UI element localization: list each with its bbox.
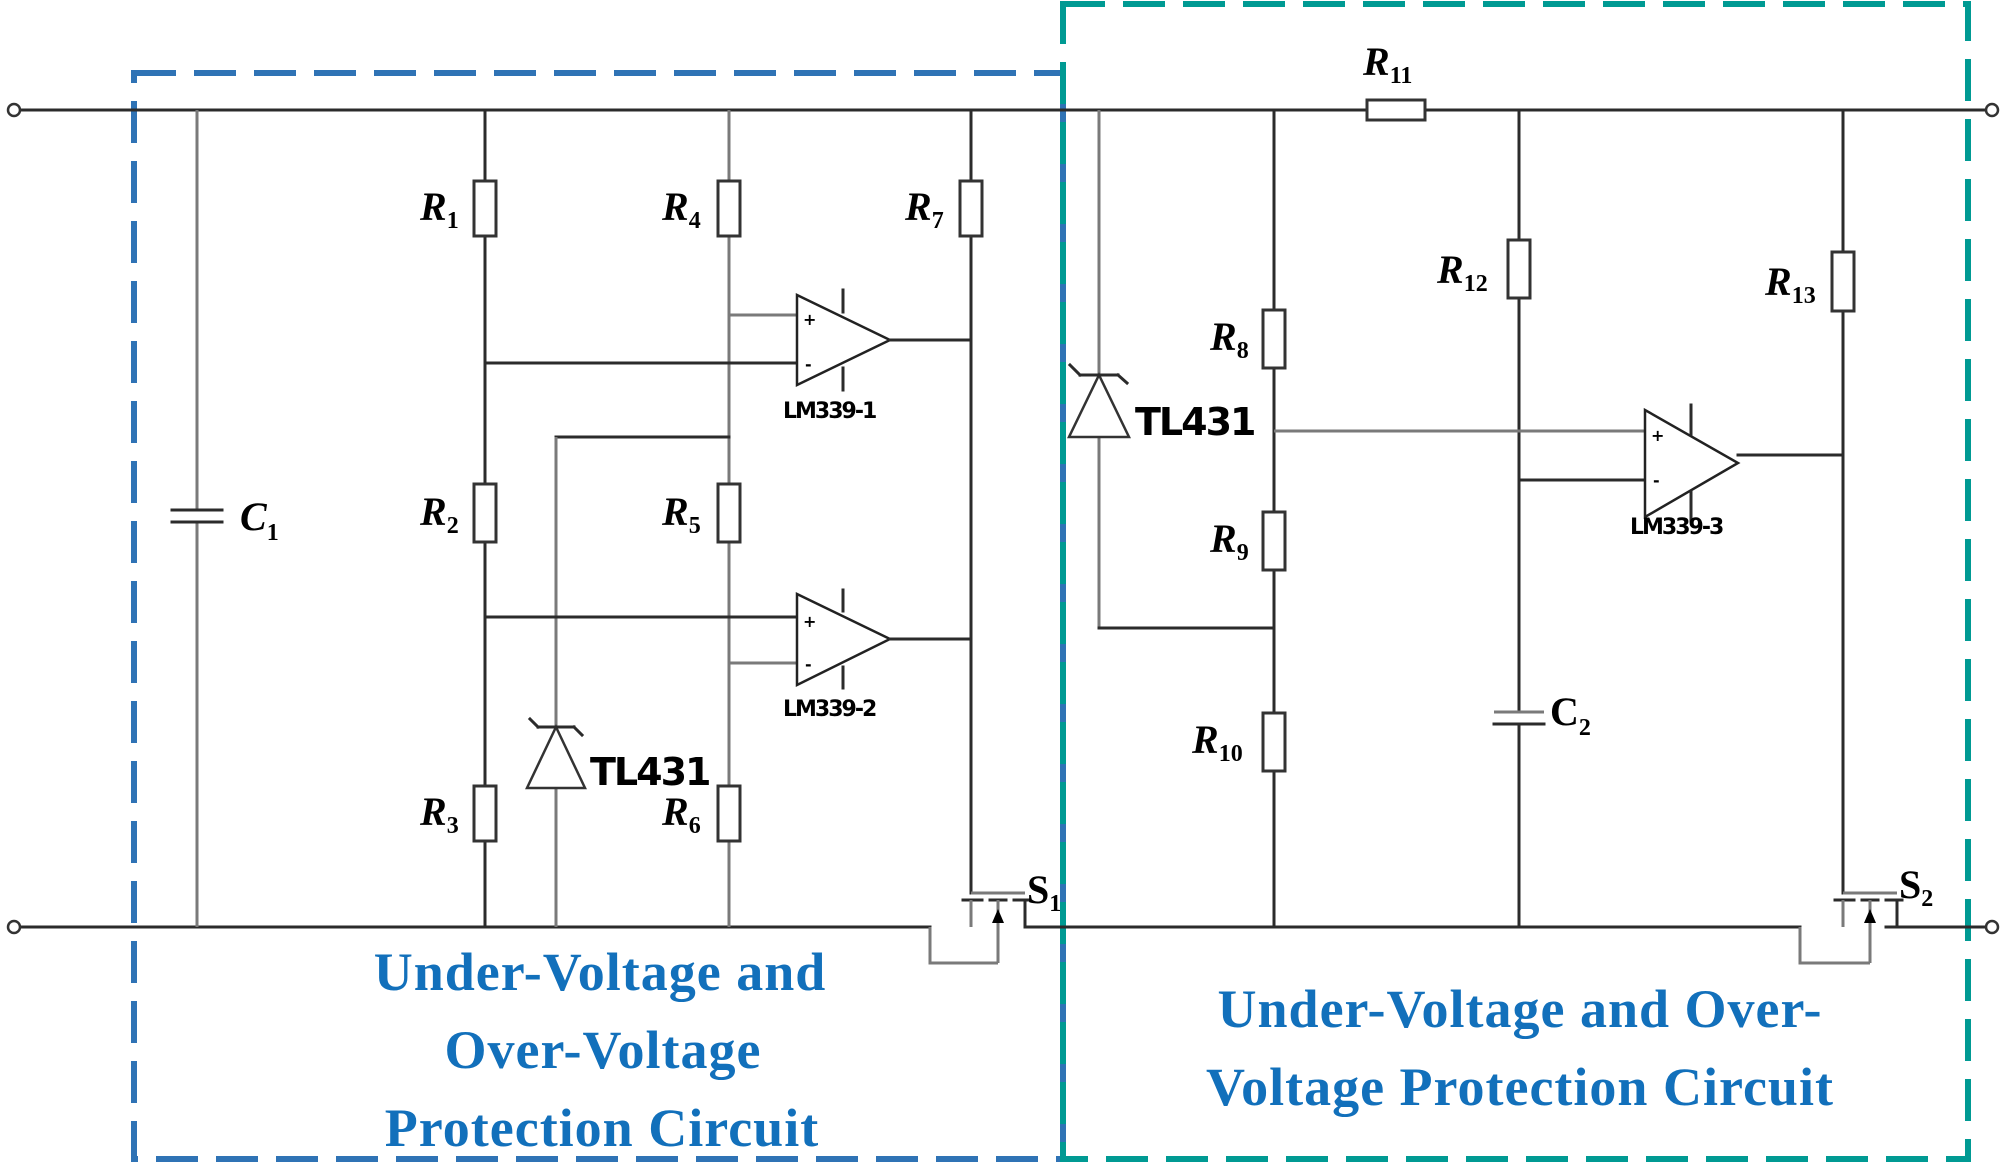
svg-text:Over-Voltage: Over-Voltage <box>445 1020 762 1080</box>
svg-text:R3: R3 <box>419 789 459 839</box>
resistor-r6 <box>716 784 742 843</box>
svg-text:LM339-3: LM339-3 <box>1630 515 1723 540</box>
resistor-r7 <box>958 179 984 238</box>
resistor-r3 <box>472 784 498 843</box>
resistor-r2 <box>472 482 498 544</box>
resistor-r12 <box>1506 238 1532 300</box>
column-r12-c2: R12 C2 <box>1436 108 1591 929</box>
tl431-right: TL431 <box>1067 110 1276 630</box>
column-r8-r10: R8 R9 R10 <box>1191 108 1287 929</box>
svg-text:S2: S2 <box>1899 862 1933 912</box>
resistor-r13 <box>1830 250 1856 313</box>
svg-text:R10: R10 <box>1191 717 1243 767</box>
svg-text:+: + <box>803 310 816 329</box>
svg-text:R13: R13 <box>1764 259 1816 309</box>
resistor-r8 <box>1261 308 1287 370</box>
resistor-r10 <box>1261 711 1287 773</box>
column-r1-r3: R1 R2 R3 <box>419 108 498 929</box>
svg-text:R8: R8 <box>1209 314 1249 364</box>
terminal-top-right <box>1984 102 2000 118</box>
svg-text:TL431: TL431 <box>1135 400 1254 444</box>
svg-text:R11: R11 <box>1362 39 1412 89</box>
comparator-lm339-2: + - LM339-2 <box>483 588 973 722</box>
svg-text:-: - <box>805 355 812 374</box>
svg-text:C1: C1 <box>240 494 279 546</box>
capacitor-c1: C1 <box>170 110 279 927</box>
resistor-r11 <box>1365 98 1427 122</box>
resistor-r9 <box>1261 510 1287 572</box>
svg-text:TL431: TL431 <box>590 750 709 794</box>
column-r7: R7 <box>904 108 984 895</box>
right-caption: Under-Voltage and Over- Voltage Protecti… <box>1206 979 1834 1117</box>
tl431-left: TL431 <box>525 435 731 927</box>
svg-text:+: + <box>803 612 816 631</box>
svg-text:R4: R4 <box>661 184 701 234</box>
svg-text:Voltage Protection Circuit: Voltage Protection Circuit <box>1206 1057 1834 1117</box>
column-r4-r6: R4 R5 R6 <box>661 110 742 927</box>
svg-text:-: - <box>805 655 812 674</box>
terminal-top-left <box>6 102 22 118</box>
resistor-r11-group: R11 <box>1362 39 1427 122</box>
column-r13: R13 <box>1764 108 1856 895</box>
svg-text:S1: S1 <box>1027 867 1061 917</box>
terminal-bottom-left <box>6 919 22 935</box>
svg-text:R7: R7 <box>904 184 944 234</box>
switch-s1: S1 <box>928 867 1061 965</box>
svg-text:R5: R5 <box>661 489 701 539</box>
svg-text:R12: R12 <box>1436 247 1488 297</box>
svg-text:LM339-2: LM339-2 <box>783 697 876 722</box>
resistor-r4 <box>716 179 742 238</box>
terminal-bottom-right <box>1984 919 2000 935</box>
switch-s2: S2 <box>1798 862 1933 965</box>
svg-text:Under-Voltage and Over-: Under-Voltage and Over- <box>1218 979 1823 1039</box>
svg-text:R6: R6 <box>661 789 701 839</box>
svg-text:R2: R2 <box>419 489 459 539</box>
svg-text:+: + <box>1651 426 1664 445</box>
comparator-lm339-3: + - LM339-3 <box>1274 403 1845 540</box>
svg-text:LM339-1: LM339-1 <box>783 399 876 424</box>
comparator-lm339-1: + - LM339-1 <box>483 288 973 424</box>
svg-text:R9: R9 <box>1209 516 1249 566</box>
svg-text:C2: C2 <box>1550 689 1591 741</box>
svg-text:Protection Circuit: Protection Circuit <box>385 1098 819 1158</box>
svg-text:R1: R1 <box>419 184 459 234</box>
left-caption: Under-Voltage and Over-Voltage Protectio… <box>374 942 827 1158</box>
resistor-r5 <box>716 482 742 544</box>
right-region-box <box>1060 1 1971 1162</box>
svg-text:Under-Voltage and: Under-Voltage and <box>374 942 827 1002</box>
resistor-r1 <box>472 179 498 238</box>
svg-text:-: - <box>1653 471 1660 490</box>
